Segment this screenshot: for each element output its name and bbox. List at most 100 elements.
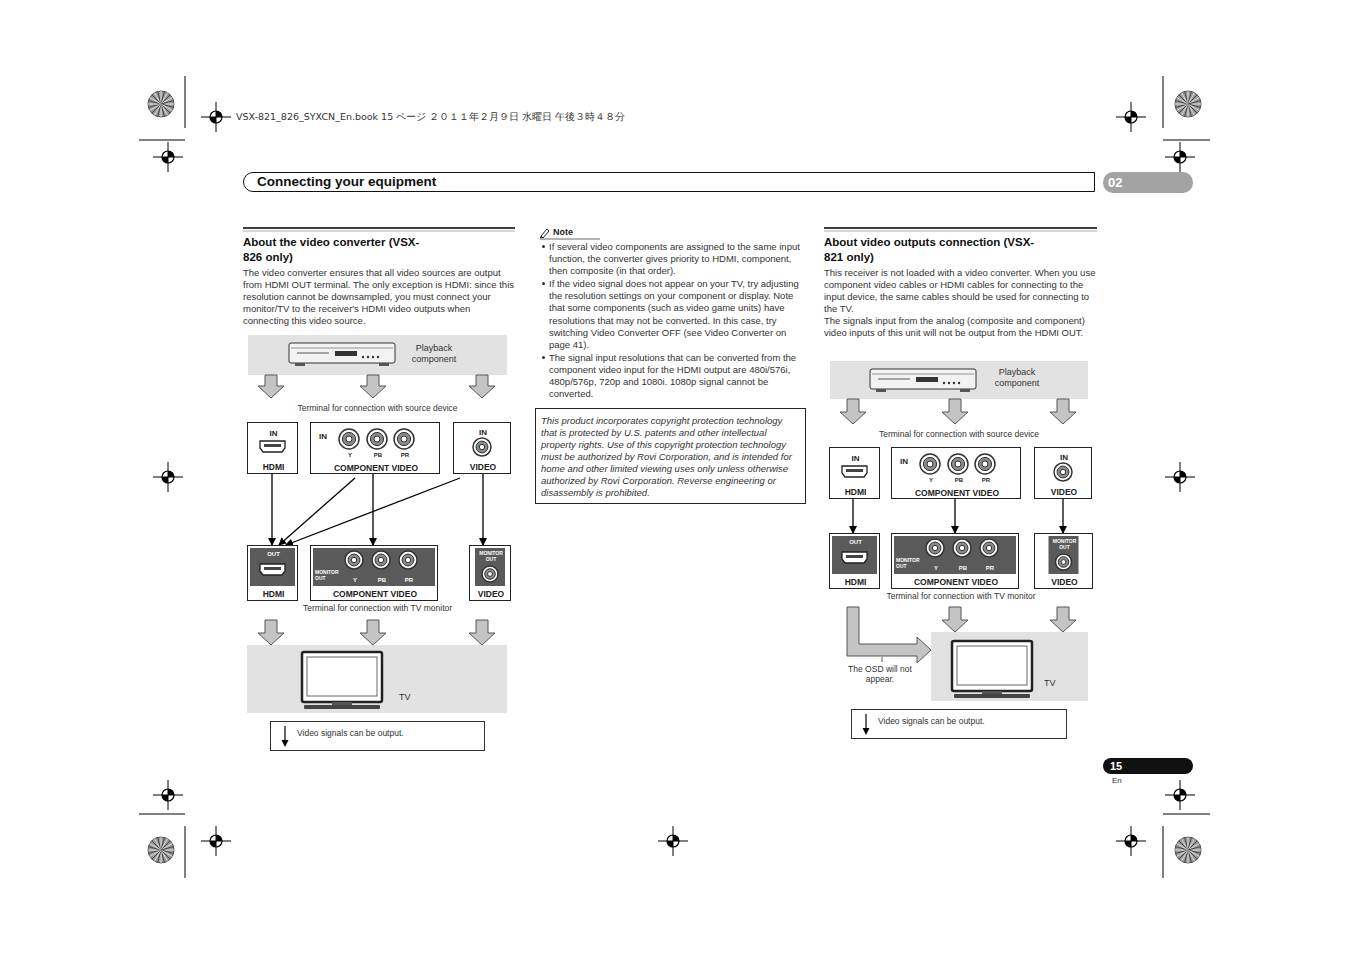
playback-device bbox=[289, 343, 395, 363]
terminal-panel bbox=[894, 536, 1016, 574]
note-heading: Note bbox=[553, 227, 593, 238]
registration-mark bbox=[667, 841, 673, 847]
registration-mark bbox=[162, 795, 168, 801]
rca-jack bbox=[932, 545, 937, 550]
tv-set bbox=[982, 691, 1002, 694]
signal-arrow bbox=[469, 620, 495, 645]
rca-jack bbox=[927, 461, 933, 467]
video-signal-arrow bbox=[372, 474, 373, 545]
terminal-label: COMPONENT VIDEO bbox=[892, 577, 1020, 587]
output-terminal: MONITOR OUTYPBPRCOMPONENT VIDEO bbox=[891, 533, 1019, 589]
registration-mark bbox=[1174, 789, 1186, 801]
rca-jack bbox=[986, 545, 991, 550]
terminal-caption: Terminal for connection with TV monitor bbox=[248, 603, 507, 613]
terminal-label: COMPONENT VIDEO bbox=[311, 589, 439, 599]
color-bar-target bbox=[158, 837, 161, 850]
body-text: The signals input from the analog (compo… bbox=[824, 315, 1096, 339]
terminal-label: Playback component bbox=[987, 367, 1047, 389]
note-list: If several video components are assigned… bbox=[549, 241, 805, 401]
terminal-caption: Terminal for connection with TV monitor bbox=[829, 591, 1093, 601]
terminal-label: HDMI bbox=[248, 462, 299, 472]
color-bar-target bbox=[161, 104, 164, 117]
rca-jack bbox=[1057, 466, 1069, 478]
playback-device bbox=[335, 351, 357, 356]
color-bar-target bbox=[1188, 104, 1191, 117]
video-signal-arrow bbox=[482, 474, 483, 545]
terminal-label: TV bbox=[1044, 678, 1068, 689]
registration-mark bbox=[216, 111, 222, 117]
legend-text: Video signals can be output. bbox=[878, 716, 1062, 726]
terminal-label: PB bbox=[953, 565, 973, 572]
crop-mark bbox=[1163, 814, 1210, 815]
rca-jack bbox=[482, 566, 498, 582]
playback-device bbox=[872, 374, 974, 375]
heading-rule bbox=[824, 231, 1097, 232]
registration-mark bbox=[1180, 471, 1186, 477]
terminal-label: HDMI bbox=[830, 577, 881, 587]
color-bar-target bbox=[161, 101, 174, 104]
signal-arrow bbox=[1050, 399, 1076, 424]
color-bar-target bbox=[1188, 844, 1199, 851]
registration-mark bbox=[1131, 835, 1137, 841]
rca-jack bbox=[1060, 469, 1065, 474]
terminal-label: PR bbox=[980, 565, 1000, 572]
color-bar-target bbox=[1188, 104, 1195, 115]
rca-jack bbox=[923, 457, 936, 470]
terminal-label: Y bbox=[926, 565, 946, 572]
registration-mark bbox=[1174, 151, 1186, 163]
playback-device bbox=[958, 382, 960, 384]
hdmi-port bbox=[260, 441, 285, 452]
input-terminal: INHDMI bbox=[829, 447, 880, 499]
input-terminal: INVIDEO bbox=[453, 422, 511, 474]
color-bar-target bbox=[148, 837, 174, 863]
legend-arrow bbox=[863, 728, 870, 735]
output-terminal: MONITOR OUTYPBPRCOMPONENT VIDEO bbox=[310, 545, 438, 601]
terminal-label: PR bbox=[976, 477, 996, 484]
registration-mark bbox=[216, 835, 222, 841]
registration-mark bbox=[210, 111, 222, 123]
rca-jack bbox=[955, 461, 961, 467]
registration-mark bbox=[168, 151, 174, 157]
color-bar-target bbox=[148, 104, 161, 107]
color-bar-target bbox=[1188, 101, 1201, 104]
output-terminal: OUTHDMI bbox=[247, 545, 298, 601]
tv-band: TV bbox=[931, 632, 1088, 701]
section-heading: About video outputs connection (VSX-821 … bbox=[824, 235, 1039, 265]
hdmi-port bbox=[260, 564, 285, 575]
hdmi-port bbox=[846, 469, 863, 472]
crop-mark bbox=[139, 814, 185, 815]
terminal-label: MONITOR OUT bbox=[315, 570, 342, 581]
leader-line bbox=[882, 657, 883, 662]
terminal-label: Y bbox=[345, 577, 365, 584]
body-text: The video converter ensures that all vid… bbox=[243, 267, 515, 327]
terminal-label: IN bbox=[830, 454, 881, 463]
registration-mark bbox=[168, 789, 174, 795]
rca-jack bbox=[983, 542, 995, 554]
note-item: The signal input resolutions that can be… bbox=[549, 352, 805, 400]
crop-mark bbox=[1163, 826, 1164, 878]
section-heading: About the video converter (VSX-826 only) bbox=[243, 235, 423, 265]
rca-jack bbox=[345, 551, 363, 569]
color-bar-target bbox=[158, 91, 161, 104]
video-signal-arrow bbox=[954, 499, 955, 533]
registration-mark bbox=[1125, 841, 1131, 847]
playback-device bbox=[362, 356, 364, 358]
color-bar-target bbox=[148, 91, 174, 117]
color-bar-target bbox=[1175, 837, 1201, 863]
terminal-label: HDMI bbox=[248, 589, 299, 599]
input-terminal: INHDMI bbox=[247, 422, 298, 474]
color-bar-target bbox=[1177, 850, 1188, 857]
rca-jack bbox=[485, 569, 496, 580]
color-bar-target bbox=[148, 850, 161, 853]
rca-jack bbox=[348, 554, 360, 566]
registration-mark bbox=[1174, 471, 1186, 483]
legend-arrow bbox=[282, 740, 289, 747]
band-fill bbox=[248, 335, 507, 375]
terminal-label: TV bbox=[399, 692, 423, 703]
color-bar-target bbox=[150, 850, 161, 857]
band-fill bbox=[931, 632, 1088, 701]
registration-mark bbox=[210, 841, 216, 847]
registration-mark bbox=[162, 789, 174, 801]
note-underline bbox=[540, 239, 600, 240]
rca-jack bbox=[405, 557, 410, 562]
